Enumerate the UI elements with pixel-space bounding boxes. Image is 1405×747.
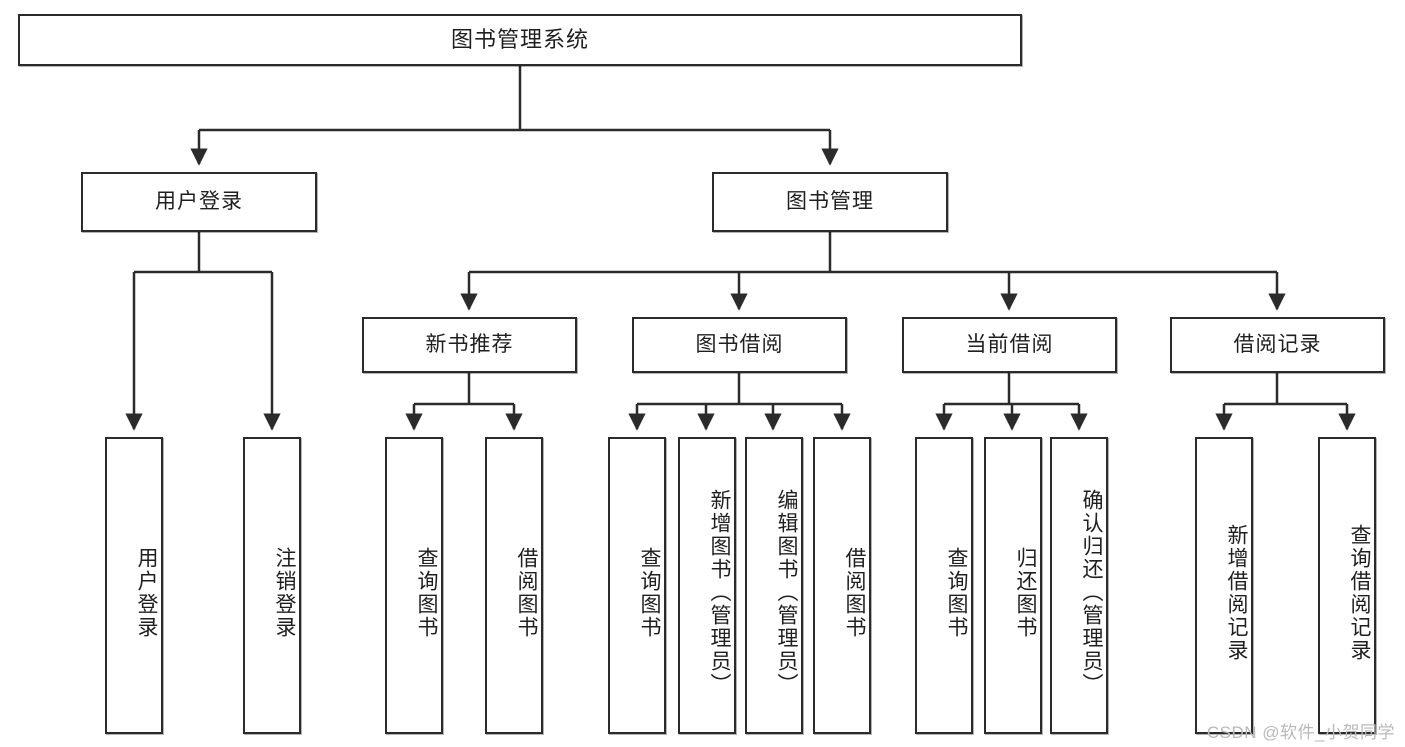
leaf-query-book-2[interactable]: 查询图书: [608, 437, 666, 734]
leaf-query-book-1[interactable]: 查询图书: [385, 437, 443, 734]
leaf-return-book[interactable]: 归还图书: [984, 437, 1042, 734]
leaf-query-record[interactable]: 查询借阅记录: [1318, 437, 1376, 734]
node-current-borrow[interactable]: 当前借阅: [902, 317, 1117, 373]
leaf-confirm-return[interactable]: 确认归还（管理员）: [1050, 437, 1108, 734]
leaf-add-record[interactable]: 新增借阅记录: [1195, 437, 1253, 734]
leaf-edit-book[interactable]: 编辑图书（管理员）: [745, 437, 803, 734]
leaf-logout-login[interactable]: 注销登录: [243, 437, 301, 734]
node-book-borrow[interactable]: 图书借阅: [632, 317, 847, 373]
node-new-book-recommend[interactable]: 新书推荐: [362, 317, 577, 373]
leaf-borrow-book-1[interactable]: 借阅图书: [485, 437, 543, 734]
node-borrow-record[interactable]: 借阅记录: [1170, 317, 1385, 373]
leaf-borrow-book-2[interactable]: 借阅图书: [813, 437, 871, 734]
node-root[interactable]: 图书管理系统: [18, 14, 1022, 66]
node-user-login[interactable]: 用户登录: [81, 172, 317, 232]
leaf-query-book-3[interactable]: 查询图书: [915, 437, 973, 734]
leaf-add-book[interactable]: 新增图书（管理员）: [678, 437, 736, 734]
node-book-manage[interactable]: 图书管理: [712, 172, 948, 232]
leaf-user-login[interactable]: 用户登录: [105, 437, 163, 734]
watermark: CSDN @软件_小贺同学: [1206, 723, 1395, 742]
